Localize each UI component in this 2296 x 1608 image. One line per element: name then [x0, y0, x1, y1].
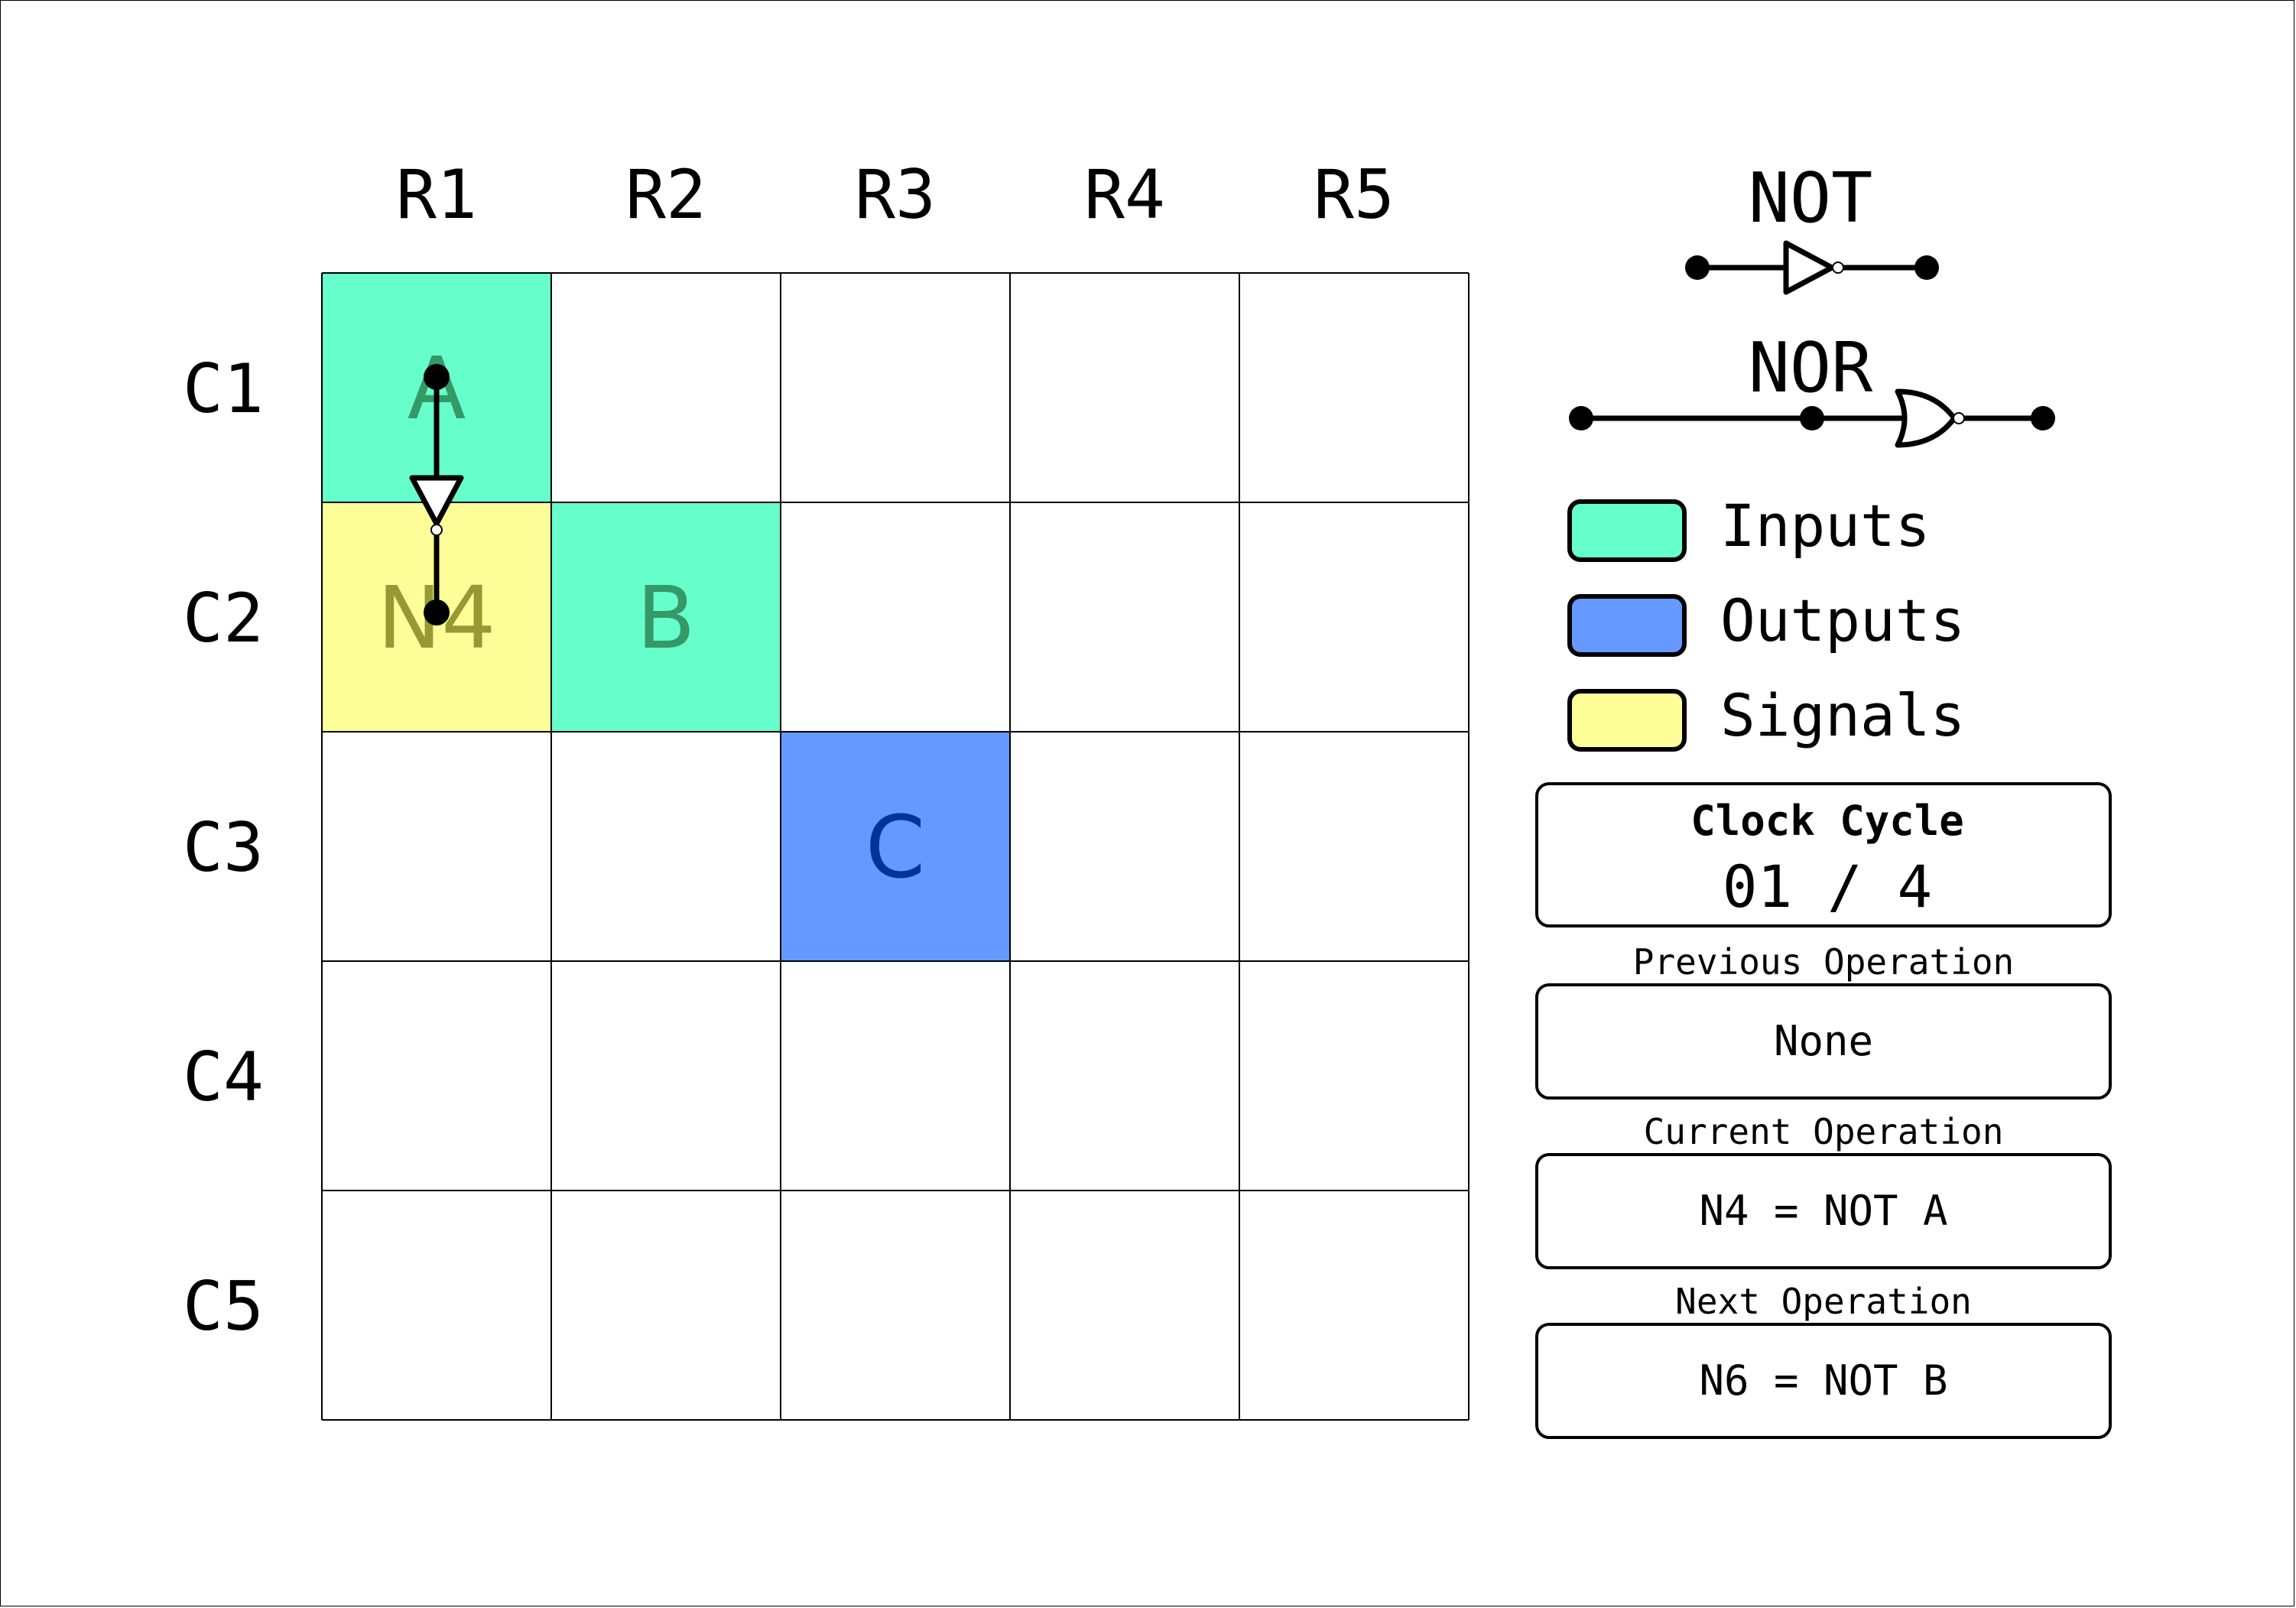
- legend-swatch: [1567, 594, 1687, 657]
- nor-gate-label: NOR: [1749, 328, 1873, 408]
- column-header: R2: [625, 155, 706, 234]
- column-headers: R1 R2 R3 R4 R5: [396, 155, 1395, 234]
- wire-source-node: [424, 364, 450, 390]
- row-header: C2: [183, 579, 264, 658]
- grid-lines: [321, 272, 1470, 1421]
- legend-label: Outputs: [1720, 586, 1965, 655]
- legend-label: Inputs: [1720, 492, 1931, 560]
- nor-gate-symbol: [1569, 388, 2055, 448]
- not-gate-legend: NOT: [1685, 158, 1939, 295]
- current-operation-box: Current Operation N4 = NOT A: [1535, 1111, 2112, 1269]
- not-gate-icon: [409, 475, 464, 527]
- not-gate-bubble: [430, 524, 443, 536]
- column-header: R4: [1084, 155, 1165, 234]
- column-header: R5: [1314, 155, 1395, 234]
- next-operation-value: N6 = NOT B: [1699, 1356, 1947, 1405]
- column-header: R1: [396, 155, 477, 234]
- grid-wires: [409, 364, 464, 625]
- current-operation-value: N4 = NOT A: [1699, 1187, 1947, 1235]
- previous-operation-label: Previous Operation: [1633, 941, 2015, 983]
- grid-cell-output: [781, 732, 1010, 961]
- clock-cycle-title: Clock Cycle: [1690, 797, 1964, 845]
- previous-operation-value: None: [1774, 1017, 1873, 1065]
- wire-target-node: [424, 599, 450, 625]
- legend-label: Signals: [1720, 681, 1965, 749]
- row-header: C5: [183, 1267, 264, 1346]
- clock-cycle-value: 01 / 4: [1723, 853, 1933, 921]
- row-header: C1: [183, 349, 264, 428]
- nor-gate-legend: NOR: [1569, 328, 2055, 448]
- next-operation-label: Next Operation: [1675, 1281, 1972, 1322]
- not-gate-symbol: [1685, 240, 1939, 295]
- row-header: C4: [183, 1038, 264, 1116]
- grid-cell-input: [551, 502, 781, 732]
- legend-swatch: [1567, 499, 1687, 562]
- not-gate-label: NOT: [1749, 158, 1873, 239]
- next-operation-box: Next Operation N6 = NOT B: [1535, 1281, 2112, 1439]
- row-header: C3: [183, 808, 264, 887]
- clock-cycle-box: Clock Cycle 01 / 4: [1535, 782, 2112, 927]
- cell-label: C: [865, 798, 925, 898]
- cell-label: B: [637, 569, 696, 668]
- grid-cell-fills: [322, 273, 1010, 961]
- column-header: R3: [855, 155, 936, 234]
- previous-operation-box: Previous Operation None: [1535, 941, 2112, 1100]
- current-operation-label: Current Operation: [1644, 1111, 2004, 1152]
- legend-swatch: [1567, 689, 1687, 752]
